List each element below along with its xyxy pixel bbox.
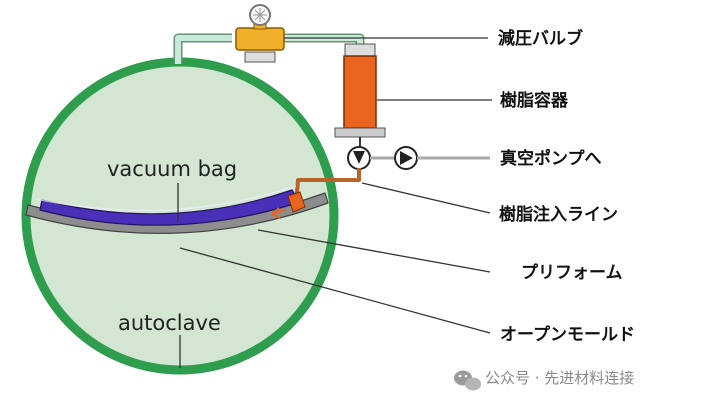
pressure-reduction-valve xyxy=(235,4,285,63)
label-autoclave: autoclave xyxy=(118,311,221,335)
label-resin-container: 樹脂容器 xyxy=(500,90,569,111)
watermark: 公众号 · 先进材料连接 xyxy=(454,369,634,391)
label-preform: プリフォーム xyxy=(521,262,623,283)
label-pressure-reduction-valve: 減圧バルブ xyxy=(498,28,583,49)
resin-container xyxy=(334,43,386,138)
label-resin-inlet-line: 樹脂注入ライン xyxy=(499,204,618,225)
vacuum-pump-symbol xyxy=(394,146,490,170)
leader-lines xyxy=(177,37,492,368)
flow-arrow-icon xyxy=(271,207,287,219)
vacuum-bag-film xyxy=(35,185,297,212)
resin-flow-front xyxy=(287,191,306,213)
label-to-vacuum-pump: 真空ポンプへ xyxy=(500,148,602,169)
wechat-icon xyxy=(454,370,481,391)
stopcock-valve xyxy=(347,137,395,170)
label-open-mold: オープンモールド xyxy=(500,324,635,345)
watermark-text: 公众号 · 先进材料连接 xyxy=(485,369,634,387)
label-vacuum-bag: vacuum bag xyxy=(107,157,237,181)
